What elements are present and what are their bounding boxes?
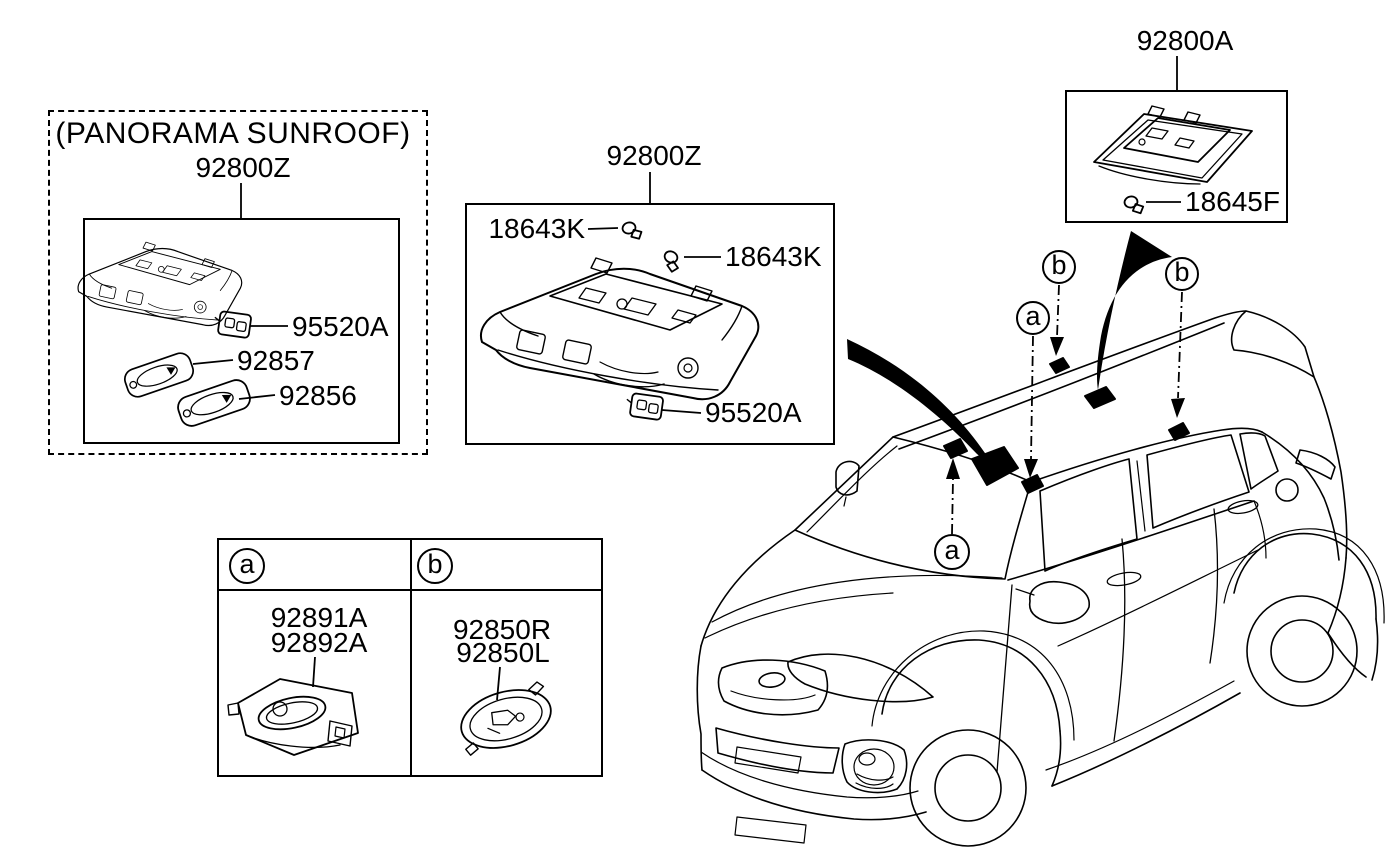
reference-table: [217, 538, 603, 777]
table-column-divider: [410, 540, 412, 775]
part-label-92891a[interactable]: 92891A: [270, 602, 368, 633]
car-callout-b-front[interactable]: b: [1042, 250, 1076, 284]
swoosh-pointers: [847, 231, 1172, 467]
callout-leader-lines: [951, 284, 1183, 535]
part-label-95520a-console[interactable]: 95520A: [705, 397, 802, 428]
part-label-18643k-right[interactable]: 18643K: [725, 241, 822, 272]
overhead-console-illustration: [479, 218, 760, 422]
part-label-92850r[interactable]: 92850R: [452, 614, 552, 645]
part-label-92850l[interactable]: 92850L: [456, 637, 550, 668]
room-lamp-box-swoosh-pointer: [1097, 231, 1172, 390]
lamp-b-front-location-patch: [1049, 357, 1070, 374]
visor-location-right-patch: [1021, 474, 1044, 494]
part-label-95520a-panorama[interactable]: 95520A: [292, 311, 389, 342]
car-callout-a-lower[interactable]: a: [934, 534, 970, 570]
table-marker-a: a: [229, 548, 265, 584]
room-lamp-box: [1065, 90, 1288, 223]
lamp-b-rear-location-patch: [1168, 422, 1190, 441]
panorama-sunroof-panel: [48, 110, 428, 455]
part-label-92857[interactable]: 92857: [237, 345, 315, 376]
visor-location-left-patch: [943, 438, 968, 459]
panorama-part-number[interactable]: 92800Z: [195, 152, 291, 183]
panorama-panel-title: (PANORAMA SUNROOF): [55, 117, 411, 150]
room-lamp-b-illustration: [460, 681, 552, 756]
callout-arrowheads: [946, 337, 1185, 479]
room-lamp-location-patch: [1084, 386, 1116, 409]
part-label-92892a[interactable]: 92892A: [270, 627, 368, 658]
car-callout-b-rear[interactable]: b: [1165, 257, 1199, 291]
room-lamp-part-number[interactable]: 92800A: [1136, 25, 1234, 56]
table-marker-b: b: [417, 548, 453, 584]
part-label-18645f[interactable]: 18645F: [1185, 186, 1280, 217]
part-label-92856[interactable]: 92856: [279, 380, 357, 411]
panel-leader-lines: [192, 56, 1181, 701]
room-lamp-illustration: [1093, 105, 1253, 217]
car-illustration: [696, 310, 1385, 847]
panorama-console-illustration: [77, 241, 254, 430]
map-lamp-illustration: [227, 678, 359, 756]
console-box-swoosh-pointer: [847, 339, 994, 467]
overhead-console-box: [465, 203, 835, 445]
mount-location-patches: [943, 357, 1190, 494]
console-part-number[interactable]: 92800Z: [606, 140, 702, 171]
car-callout-a-upper[interactable]: a: [1016, 301, 1050, 335]
panorama-console-box: [83, 218, 400, 444]
part-label-18643k-left[interactable]: 18643K: [488, 213, 585, 244]
